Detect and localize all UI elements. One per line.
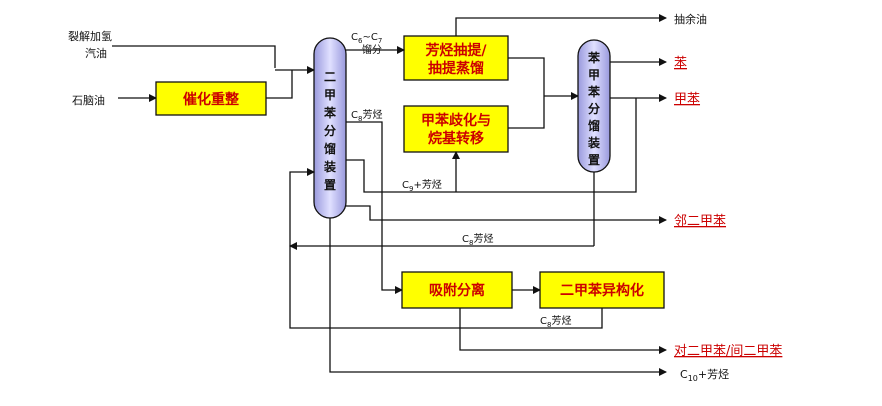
svg-text:甲: 甲 xyxy=(588,68,600,82)
svg-text:馏: 馏 xyxy=(588,118,600,133)
feed-cracked-gasoline-line2: 汽油 xyxy=(85,46,107,60)
line-c10-aromatics xyxy=(329,218,667,376)
benzene-column-label: 苯 甲 苯 分 馏 装 置 xyxy=(587,50,601,167)
line-isomerization-recycle xyxy=(289,168,603,329)
svg-text:甲: 甲 xyxy=(324,88,336,102)
svg-text:苯: 苯 xyxy=(587,84,601,99)
label-c6c7: C6~C7 xyxy=(351,32,382,45)
product-toluene: 甲苯 xyxy=(674,92,700,107)
aromatic-extraction-unit xyxy=(403,35,509,81)
aromatic-extraction-label-2: 抽提蒸馏 xyxy=(428,60,484,77)
svg-text:苯: 苯 xyxy=(323,105,337,120)
line-toluene-recycle xyxy=(456,98,637,193)
product-benzene: 苯 xyxy=(674,56,687,71)
line-c9-aromatics xyxy=(346,159,456,193)
product-pm-xylene: 对二甲苯/间二甲苯 xyxy=(674,344,782,359)
reforming-unit xyxy=(155,81,267,116)
label-c9-aromatics: C9+芳烃 xyxy=(402,178,442,193)
line-extraction-out xyxy=(508,57,545,96)
adsorption-separation-unit xyxy=(401,271,513,309)
xylene-isomerization-label: 二甲苯异构化 xyxy=(560,282,644,299)
svg-text:装: 装 xyxy=(587,135,600,150)
product-raffinate: 抽余油 xyxy=(674,12,707,26)
svg-text:置: 置 xyxy=(324,178,336,192)
product-oxylene: 邻二甲苯 xyxy=(674,214,726,229)
aromatic-extraction-label-1: 芳烃抽提/ xyxy=(425,42,487,59)
label-c8-aromatics: C8芳烃 xyxy=(351,108,382,123)
svg-text:装: 装 xyxy=(323,159,336,174)
svg-text:馏: 馏 xyxy=(324,141,336,156)
toluene-disproportionation-label-2: 烷基转移 xyxy=(428,130,484,147)
line-c8-to-adsorption xyxy=(346,121,403,294)
svg-text:分: 分 xyxy=(588,101,600,116)
adsorption-separation-label: 吸附分离 xyxy=(429,282,485,299)
svg-text:置: 置 xyxy=(588,153,600,167)
line-cracked-gasoline xyxy=(112,45,276,68)
line-raffinate xyxy=(455,14,667,36)
reforming-unit-label: 催化重整 xyxy=(183,91,240,108)
line-oxylene xyxy=(346,205,667,224)
svg-text:苯: 苯 xyxy=(587,50,601,65)
xylene-column-label: 二 甲 苯 分 馏 装 置 xyxy=(323,70,337,192)
label-c8-recycle: C8芳烃 xyxy=(462,232,493,247)
toluene-disproportionation-unit xyxy=(403,105,509,153)
feed-cracked-gasoline-line1: 裂解加氢 xyxy=(68,29,112,43)
label-c10-aromatics: C10+芳烃 xyxy=(680,367,729,383)
svg-text:分: 分 xyxy=(324,123,336,138)
feed-naphtha: 石脑油 xyxy=(72,93,105,107)
label-c8-isomerization: C8芳烃 xyxy=(540,314,571,329)
toluene-disproportionation-label-1: 甲苯歧化与 xyxy=(421,112,491,129)
line-disproportionation-out xyxy=(508,96,545,129)
line-reformer-out xyxy=(266,70,293,99)
xylene-isomerization-unit xyxy=(539,271,665,309)
label-c6c7-fraction: 馏分 xyxy=(362,43,382,56)
line-pm-xylene xyxy=(459,308,667,354)
svg-text:二: 二 xyxy=(324,70,336,84)
